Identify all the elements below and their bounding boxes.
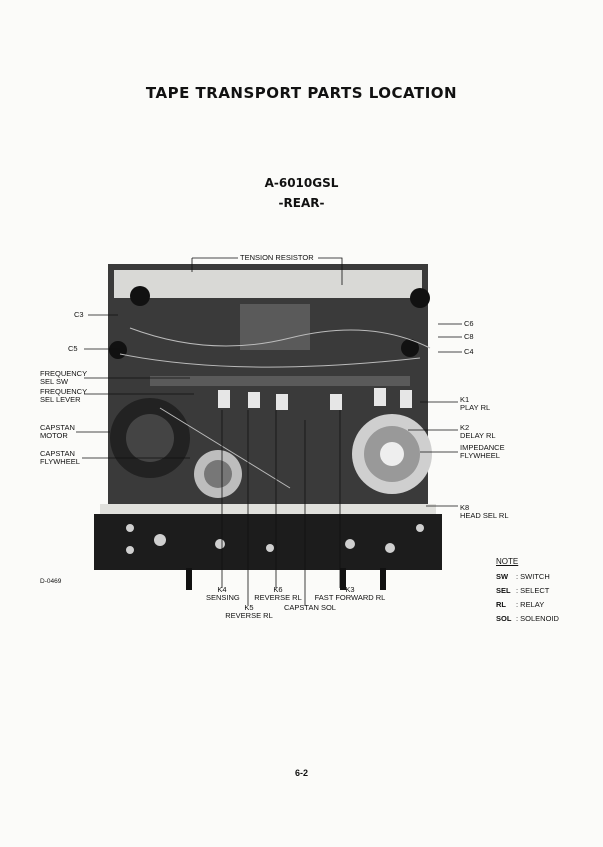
- capstan-sol-label: CAPSTAN SOL: [284, 603, 336, 612]
- page-title: TAPE TRANSPORT PARTS LOCATION: [145, 84, 458, 102]
- note-item: RL: RELAY: [496, 600, 545, 609]
- c8-label: C8: [464, 332, 474, 341]
- c4-label: C4: [464, 347, 474, 356]
- note-title: NOTE: [496, 557, 519, 566]
- note-item: SEL: SELECT: [496, 586, 550, 595]
- note-item: SOL: SOLENOID: [496, 614, 559, 623]
- tension-resistor-label: TENSION RESISTOR: [240, 253, 314, 262]
- c3-label: C3: [74, 310, 84, 319]
- model-name: A-6010GSL: [264, 176, 339, 190]
- chassis-photo: [94, 264, 442, 590]
- diagram-id: D-0469: [40, 578, 62, 585]
- c5-label: C5: [68, 344, 78, 353]
- view-label: -REAR-: [278, 196, 325, 210]
- c6-label: C6: [464, 319, 474, 328]
- page-number: 6-2: [294, 768, 308, 778]
- note-item: SW: SWITCH: [496, 572, 550, 581]
